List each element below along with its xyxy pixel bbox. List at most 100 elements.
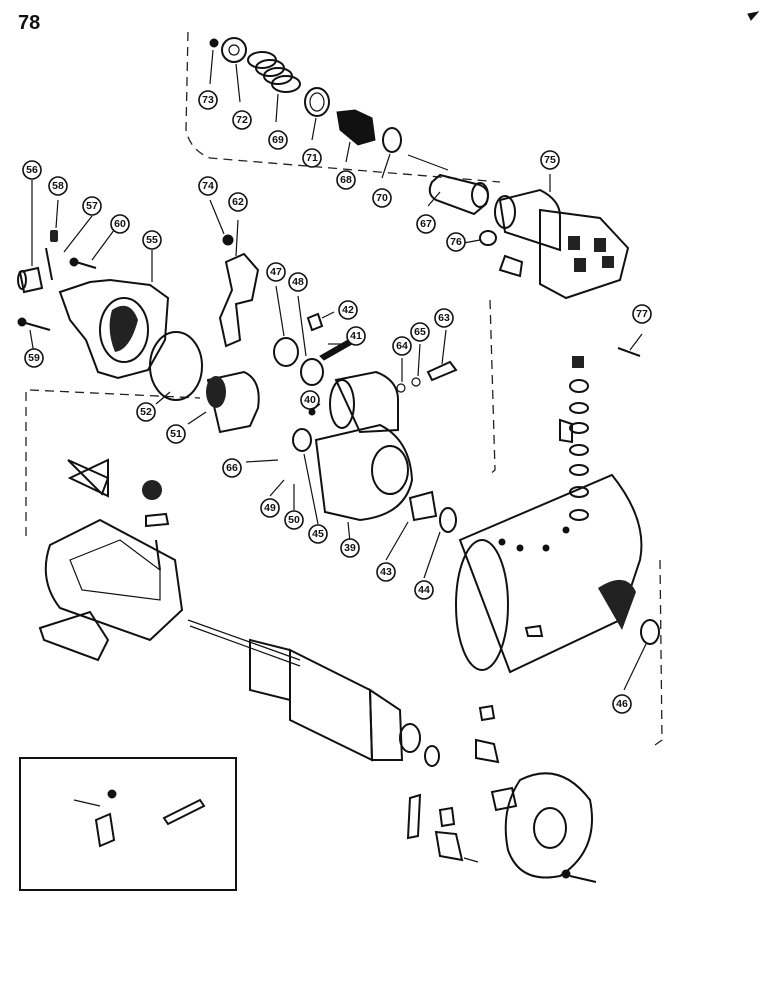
callout-circle bbox=[284, 510, 304, 530]
callout-number: 41 bbox=[350, 330, 362, 342]
callout-circle bbox=[222, 458, 242, 478]
callout-number: 39 bbox=[344, 542, 356, 554]
callout-circle bbox=[22, 160, 42, 180]
drive-housing bbox=[58, 278, 170, 380]
callout-45: 45 bbox=[308, 524, 328, 544]
callout-number: 73 bbox=[202, 94, 214, 106]
shift-parts bbox=[273, 312, 353, 386]
callout-number: 69 bbox=[272, 134, 284, 146]
callout-77: 77 bbox=[632, 304, 652, 324]
callout-labels: 7372697168706775765658576055746247484241… bbox=[22, 90, 652, 714]
callout-circle bbox=[612, 694, 632, 714]
callout-74: 74 bbox=[198, 176, 218, 196]
callout-circle bbox=[392, 336, 412, 356]
callout-circle bbox=[266, 262, 286, 282]
field-coils bbox=[38, 459, 184, 662]
callout-60: 60 bbox=[110, 214, 130, 234]
callout-circle bbox=[48, 176, 68, 196]
callout-57: 57 bbox=[82, 196, 102, 216]
terminal-stack bbox=[559, 347, 641, 521]
commutator-end-frame bbox=[406, 704, 597, 883]
callout-circle bbox=[82, 196, 102, 216]
callout-circle bbox=[308, 524, 328, 544]
callout-circle bbox=[136, 402, 156, 422]
callout-66: 66 bbox=[222, 458, 242, 478]
callout-number: 52 bbox=[140, 406, 152, 418]
drive-end-frame bbox=[292, 370, 414, 522]
callout-number: 64 bbox=[396, 340, 408, 352]
callout-73: 73 bbox=[198, 90, 218, 110]
callout-number: 76 bbox=[450, 236, 462, 248]
shift-lever bbox=[218, 234, 260, 348]
bushing-washer bbox=[408, 490, 457, 533]
callout-number: 68 bbox=[340, 174, 352, 186]
callout-70: 70 bbox=[372, 188, 392, 208]
callout-68: 68 bbox=[336, 170, 356, 190]
callout-64: 64 bbox=[392, 336, 412, 356]
callout-number: 62 bbox=[232, 196, 244, 208]
callout-number: 70 bbox=[376, 192, 388, 204]
callout-number: 50 bbox=[288, 514, 300, 526]
solenoid-plunger bbox=[407, 154, 489, 216]
callout-76: 76 bbox=[446, 232, 466, 252]
callout-circle bbox=[372, 188, 392, 208]
callout-39: 39 bbox=[340, 538, 360, 558]
callout-48: 48 bbox=[288, 272, 308, 292]
callout-circle bbox=[302, 148, 322, 168]
callout-number: 75 bbox=[544, 154, 556, 166]
callout-number: 58 bbox=[52, 180, 64, 192]
callout-75: 75 bbox=[540, 150, 560, 170]
callout-41: 41 bbox=[346, 326, 366, 346]
solenoid-assembly bbox=[479, 188, 630, 300]
callout-number: 55 bbox=[146, 234, 158, 246]
callout-63: 63 bbox=[434, 308, 454, 328]
callout-55: 55 bbox=[142, 230, 162, 250]
callout-43: 43 bbox=[376, 562, 396, 582]
callout-circle bbox=[632, 304, 652, 324]
callout-67: 67 bbox=[416, 214, 436, 234]
callout-circle bbox=[198, 90, 218, 110]
callout-number: 72 bbox=[236, 114, 248, 126]
callout-circle bbox=[110, 214, 130, 234]
callout-circle bbox=[376, 562, 396, 582]
callout-number: 45 bbox=[312, 528, 324, 540]
callout-number: 66 bbox=[226, 462, 238, 474]
inset-detail-box bbox=[19, 757, 237, 891]
armature bbox=[187, 619, 440, 767]
callout-circle bbox=[414, 580, 434, 600]
callout-circle bbox=[260, 498, 280, 518]
callout-number: 71 bbox=[306, 152, 318, 164]
callout-number: 42 bbox=[342, 304, 354, 316]
callout-number: 65 bbox=[414, 326, 426, 338]
callout-42: 42 bbox=[338, 300, 358, 320]
callout-circle bbox=[288, 272, 308, 292]
gasket bbox=[149, 331, 203, 401]
callout-circle bbox=[540, 150, 560, 170]
callout-58: 58 bbox=[48, 176, 68, 196]
callout-62: 62 bbox=[228, 192, 248, 212]
callout-circle bbox=[336, 170, 356, 190]
callout-number: 59 bbox=[28, 352, 40, 364]
callout-number: 67 bbox=[420, 218, 432, 230]
callout-circle bbox=[268, 130, 288, 150]
callout-circle bbox=[416, 214, 436, 234]
callout-number: 56 bbox=[26, 164, 38, 176]
callout-number: 63 bbox=[438, 312, 450, 324]
drive-pinion bbox=[206, 370, 260, 434]
housing-group-outline bbox=[25, 389, 663, 746]
callout-circle bbox=[228, 192, 248, 212]
callout-number: 77 bbox=[636, 308, 648, 320]
drive-housing-small-parts bbox=[17, 230, 97, 331]
callout-circle bbox=[300, 390, 320, 410]
callout-51: 51 bbox=[166, 424, 186, 444]
plunger-spring-parts bbox=[209, 37, 402, 153]
callout-circle bbox=[338, 300, 358, 320]
callout-circle bbox=[410, 322, 430, 342]
field-frame bbox=[455, 473, 643, 674]
callout-number: 60 bbox=[114, 218, 126, 230]
callout-circle bbox=[232, 110, 252, 130]
callout-52: 52 bbox=[136, 402, 156, 422]
end-washer bbox=[640, 619, 660, 645]
callout-circle bbox=[446, 232, 466, 252]
